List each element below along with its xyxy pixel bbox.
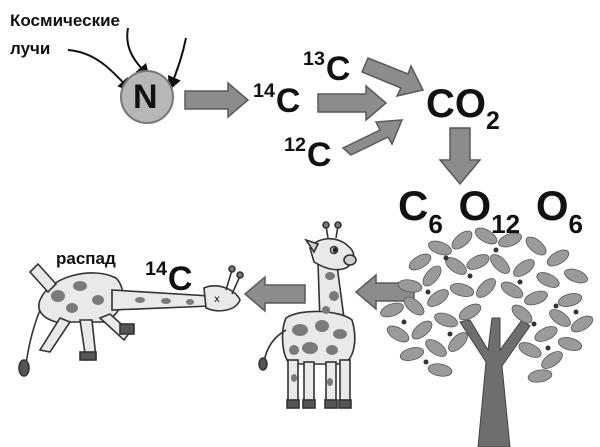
flow-arrow (341, 119, 404, 156)
glucose-oxygen-1: O (458, 182, 492, 229)
cosmic-ray-arrow (67, 49, 132, 93)
co2-formula: CO2 (426, 82, 500, 135)
isotope-c12: 12C (284, 135, 332, 174)
isotope-c12-mass: 12 (284, 133, 306, 156)
tree-icon (380, 227, 594, 447)
svg-text:x: x (214, 294, 220, 305)
isotope-c14: 14C (253, 81, 301, 120)
isotope-c12-symbol: C (306, 136, 332, 174)
glucose-formula: C6 O12 O6 (398, 182, 583, 237)
giraffe-icon (258, 221, 357, 409)
flow-arrow (317, 84, 388, 122)
flow-arrow (243, 275, 306, 313)
isotope-c14-mass: 14 (253, 79, 275, 102)
co2-element: CO (426, 82, 486, 126)
isotope-c14-decay-mass: 14 (145, 257, 167, 280)
decay-label: распад (56, 249, 116, 268)
cosmic-ray-arrow (167, 37, 187, 91)
flow-arrow (184, 81, 250, 119)
cosmic-rays-label-line2: лучи (10, 39, 51, 58)
isotope-c14-symbol: C (275, 82, 301, 120)
dead-giraffe-icon: x (18, 262, 244, 377)
flow-arrow (361, 57, 425, 98)
isotope-c13: 13C (303, 49, 351, 88)
flow-arrows (184, 57, 482, 313)
flow-arrow (438, 127, 482, 186)
glucose-oxygen-1-subscript: 12 (491, 208, 521, 239)
isotope-c14-decay: 14C (145, 259, 193, 298)
nitrogen-atom (120, 70, 174, 124)
glucose-carbon: C (398, 182, 429, 229)
cosmic-rays-label-line1: Космические (10, 11, 120, 30)
glucose-carbon-subscript: 6 (428, 208, 443, 239)
isotope-c14-decay-symbol: C (167, 260, 193, 298)
cosmic-ray-arrow (126, 27, 150, 79)
isotope-c13-symbol: C (325, 50, 351, 88)
isotope-c13-mass: 13 (303, 47, 325, 70)
glucose-oxygen-2-subscript: 6 (568, 208, 583, 239)
glucose-oxygen-2: O (535, 182, 569, 229)
nitrogen-symbol: N (133, 78, 158, 116)
co2-subscript: 2 (486, 107, 500, 135)
